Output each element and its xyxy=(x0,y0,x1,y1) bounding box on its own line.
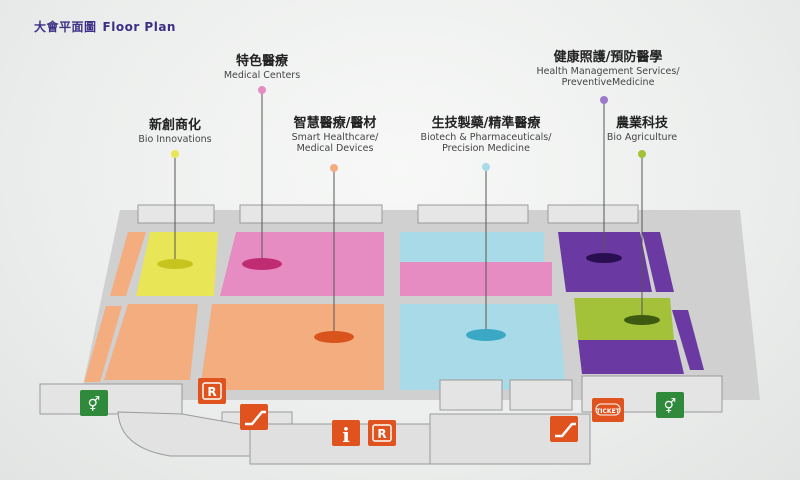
title-en: Floor Plan xyxy=(102,20,176,34)
label-bio-agriculture: 農業科技 Bio Agriculture xyxy=(592,116,692,143)
label-en-2: PreventiveMedicine xyxy=(561,76,655,88)
label-en-2: Precision Medicine xyxy=(442,142,530,154)
ticket-icon: TICKET xyxy=(596,408,620,415)
top-wall-2 xyxy=(239,204,383,224)
restroom-sign-right[interactable]: ⚥ xyxy=(656,392,684,418)
bottom-wall-left xyxy=(39,383,183,415)
label-zh: 農業科技 xyxy=(615,116,668,131)
pin-medical-centers[interactable] xyxy=(242,86,282,270)
left-strip-bottom xyxy=(84,306,122,382)
restaurant-icon: R xyxy=(377,427,386,441)
label-smart-healthcare: 智慧醫療/醫材 Smart Healthcare/ Medical Device… xyxy=(270,116,400,154)
escalator-sign-left[interactable] xyxy=(240,404,268,430)
pin-bio-agriculture[interactable] xyxy=(624,150,660,325)
label-medical-centers: 特色醫療 Medical Centers xyxy=(200,54,324,81)
escalator-sign-right[interactable] xyxy=(550,416,578,442)
label-en: Bio Innovations xyxy=(138,133,212,145)
restaurant-sign-lower[interactable]: R xyxy=(368,420,396,446)
title-zh: 大會平面圖 xyxy=(34,20,97,34)
pin-bio-innovations[interactable] xyxy=(157,150,193,269)
bottom-wall-5 xyxy=(509,379,573,411)
label-zh: 特色醫療 xyxy=(235,54,288,69)
label-biotech-pharma: 生技製藥/精準醫療 Biotech & Pharmaceuticals/ Pre… xyxy=(408,116,564,154)
info-icon: i xyxy=(342,423,350,447)
zone-smart-healthcare[interactable] xyxy=(200,304,384,390)
zone-biotech-pink[interactable] xyxy=(400,262,552,296)
label-zh: 健康照護/預防醫學 xyxy=(553,50,663,65)
label-en: Medical Centers xyxy=(223,69,301,81)
label-en: Bio Agriculture xyxy=(606,131,678,143)
restroom-icon: ⚥ xyxy=(88,396,101,413)
zone-purple-lower[interactable] xyxy=(578,340,684,374)
restaurant-icon: R xyxy=(207,385,216,399)
label-en: Health Management Services/ xyxy=(536,65,680,77)
restroom-sign-left[interactable]: ⚥ xyxy=(80,390,108,416)
bottom-wall-4 xyxy=(439,379,503,411)
escalator-icon xyxy=(245,410,266,426)
escalator-icon xyxy=(555,422,576,438)
info-sign[interactable]: i xyxy=(332,420,360,447)
label-health-management: 健康照護/預防醫學 Health Management Services/ Pr… xyxy=(528,50,688,88)
zone-smart-healthcare-left[interactable] xyxy=(104,304,198,380)
top-wall-4 xyxy=(547,204,639,224)
label-bio-innovations: 新創商化 Bio Innovations xyxy=(116,118,234,145)
zone-biotech-pharma[interactable] xyxy=(400,304,566,390)
label-zh: 生技製藥/精準醫療 xyxy=(431,116,541,131)
ticket-sign[interactable]: TICKET xyxy=(592,398,624,422)
top-wall-3 xyxy=(417,204,529,224)
pin-smart-healthcare[interactable] xyxy=(314,164,354,343)
zone-health-strip[interactable] xyxy=(642,232,674,292)
label-zh: 智慧醫療/醫材 xyxy=(293,116,377,131)
left-strip-top xyxy=(110,232,146,296)
label-en: Biotech & Pharmaceuticals/ xyxy=(420,131,552,143)
page-title: 大會平面圖 Floor Plan xyxy=(34,18,176,35)
restaurant-sign-upper[interactable]: R xyxy=(198,378,226,404)
entrance-curve xyxy=(117,411,251,457)
zone-biotech-top[interactable] xyxy=(400,232,544,262)
zone-purple-strip[interactable] xyxy=(672,310,704,370)
restroom-icon: ⚥ xyxy=(664,398,677,415)
label-en: Smart Healthcare/ xyxy=(291,131,379,143)
label-en-2: Medical Devices xyxy=(296,142,374,154)
zone-bio-agriculture[interactable] xyxy=(574,298,674,340)
pin-biotech-pharma[interactable] xyxy=(466,163,506,341)
pin-health-management[interactable] xyxy=(586,96,622,263)
label-zh: 新創商化 xyxy=(148,118,201,133)
top-wall-1 xyxy=(137,204,215,224)
zone-medical-centers[interactable] xyxy=(220,232,384,296)
